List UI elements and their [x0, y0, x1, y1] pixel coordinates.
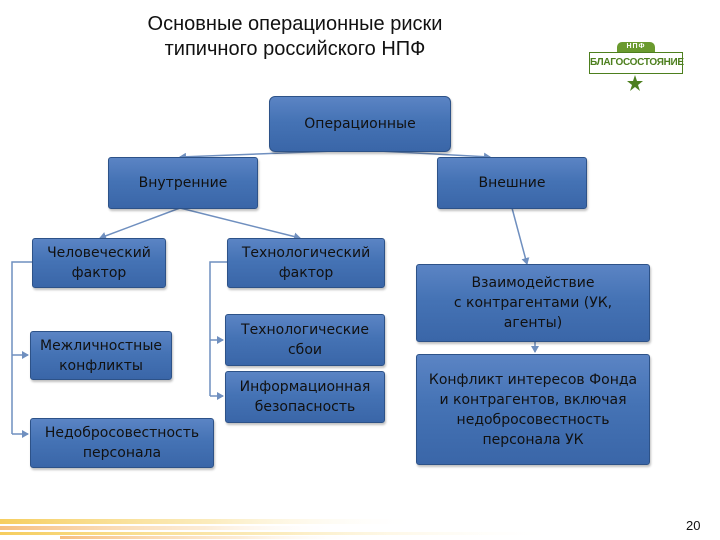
node-technological-failures: Технологические сбои: [225, 314, 385, 366]
node-human-factor-label: Человеческий фактор: [47, 245, 151, 281]
node-counterparty-interaction-label: Взаимодействие с контрагентами (УК, аген…: [453, 275, 613, 331]
node-interpersonal-conflicts-label: Межличностные конфликты: [39, 337, 162, 374]
slide-title-line-2: типичного российского НПФ: [164, 38, 426, 60]
node-external-label: Внешние: [478, 175, 546, 191]
node-operational: Операционные: [269, 96, 451, 152]
connector-tech-bracket: [209, 261, 227, 396]
connector-external-to-interaction: [511, 207, 530, 265]
logo-main-text: БЛАГОСОСТОЯНИЕ: [590, 57, 684, 68]
node-human-factor: Человеческий фактор: [32, 238, 166, 288]
node-technological-factor-label: Технологический фактор: [241, 245, 371, 281]
company-logo: НПФ БЛАГОСОСТОЯНИЕ: [589, 42, 684, 92]
node-technological-factor: Технологический фактор: [227, 238, 385, 288]
page-number: 20: [686, 518, 701, 533]
footer-decoration: [0, 519, 560, 539]
node-conflict-of-interest-label: Конфликт интересов Фонда и контрагентов,…: [428, 371, 638, 448]
connector-internal-to-human: [99, 207, 181, 240]
logo-main-box: БЛАГОСОСТОЯНИЕ: [589, 52, 684, 74]
node-information-security: Информационная безопасность: [225, 371, 385, 423]
logo-emblem-icon: [627, 75, 643, 91]
logo-top-text: НПФ: [626, 43, 646, 50]
node-internal-label: Внутренние: [138, 175, 228, 191]
node-external: Внешние: [437, 157, 587, 209]
connector-internal-to-tech: [179, 207, 301, 241]
connector-human-bracket: [11, 261, 32, 434]
slide-title-line-1: Основные операционные риски: [147, 13, 443, 35]
node-technological-failures-label: Технологические сбои: [241, 322, 369, 358]
node-interpersonal-conflicts: Межличностные конфликты: [30, 331, 172, 380]
node-internal: Внутренние: [108, 157, 258, 209]
node-counterparty-interaction: Взаимодействие с контрагентами (УК, аген…: [416, 264, 650, 342]
logo-top-tab: НПФ: [617, 42, 655, 52]
slide-title: Основные операционные риски типичного ро…: [130, 12, 460, 62]
node-personnel-dishonesty-label: Недобросовестность персонала: [44, 425, 200, 461]
node-information-security-label: Информационная безопасность: [239, 379, 371, 415]
node-personnel-dishonesty: Недобросовестность персонала: [30, 418, 214, 468]
node-conflict-of-interest: Конфликт интересов Фонда и контрагентов,…: [416, 354, 650, 465]
node-operational-label: Операционные: [304, 116, 416, 132]
